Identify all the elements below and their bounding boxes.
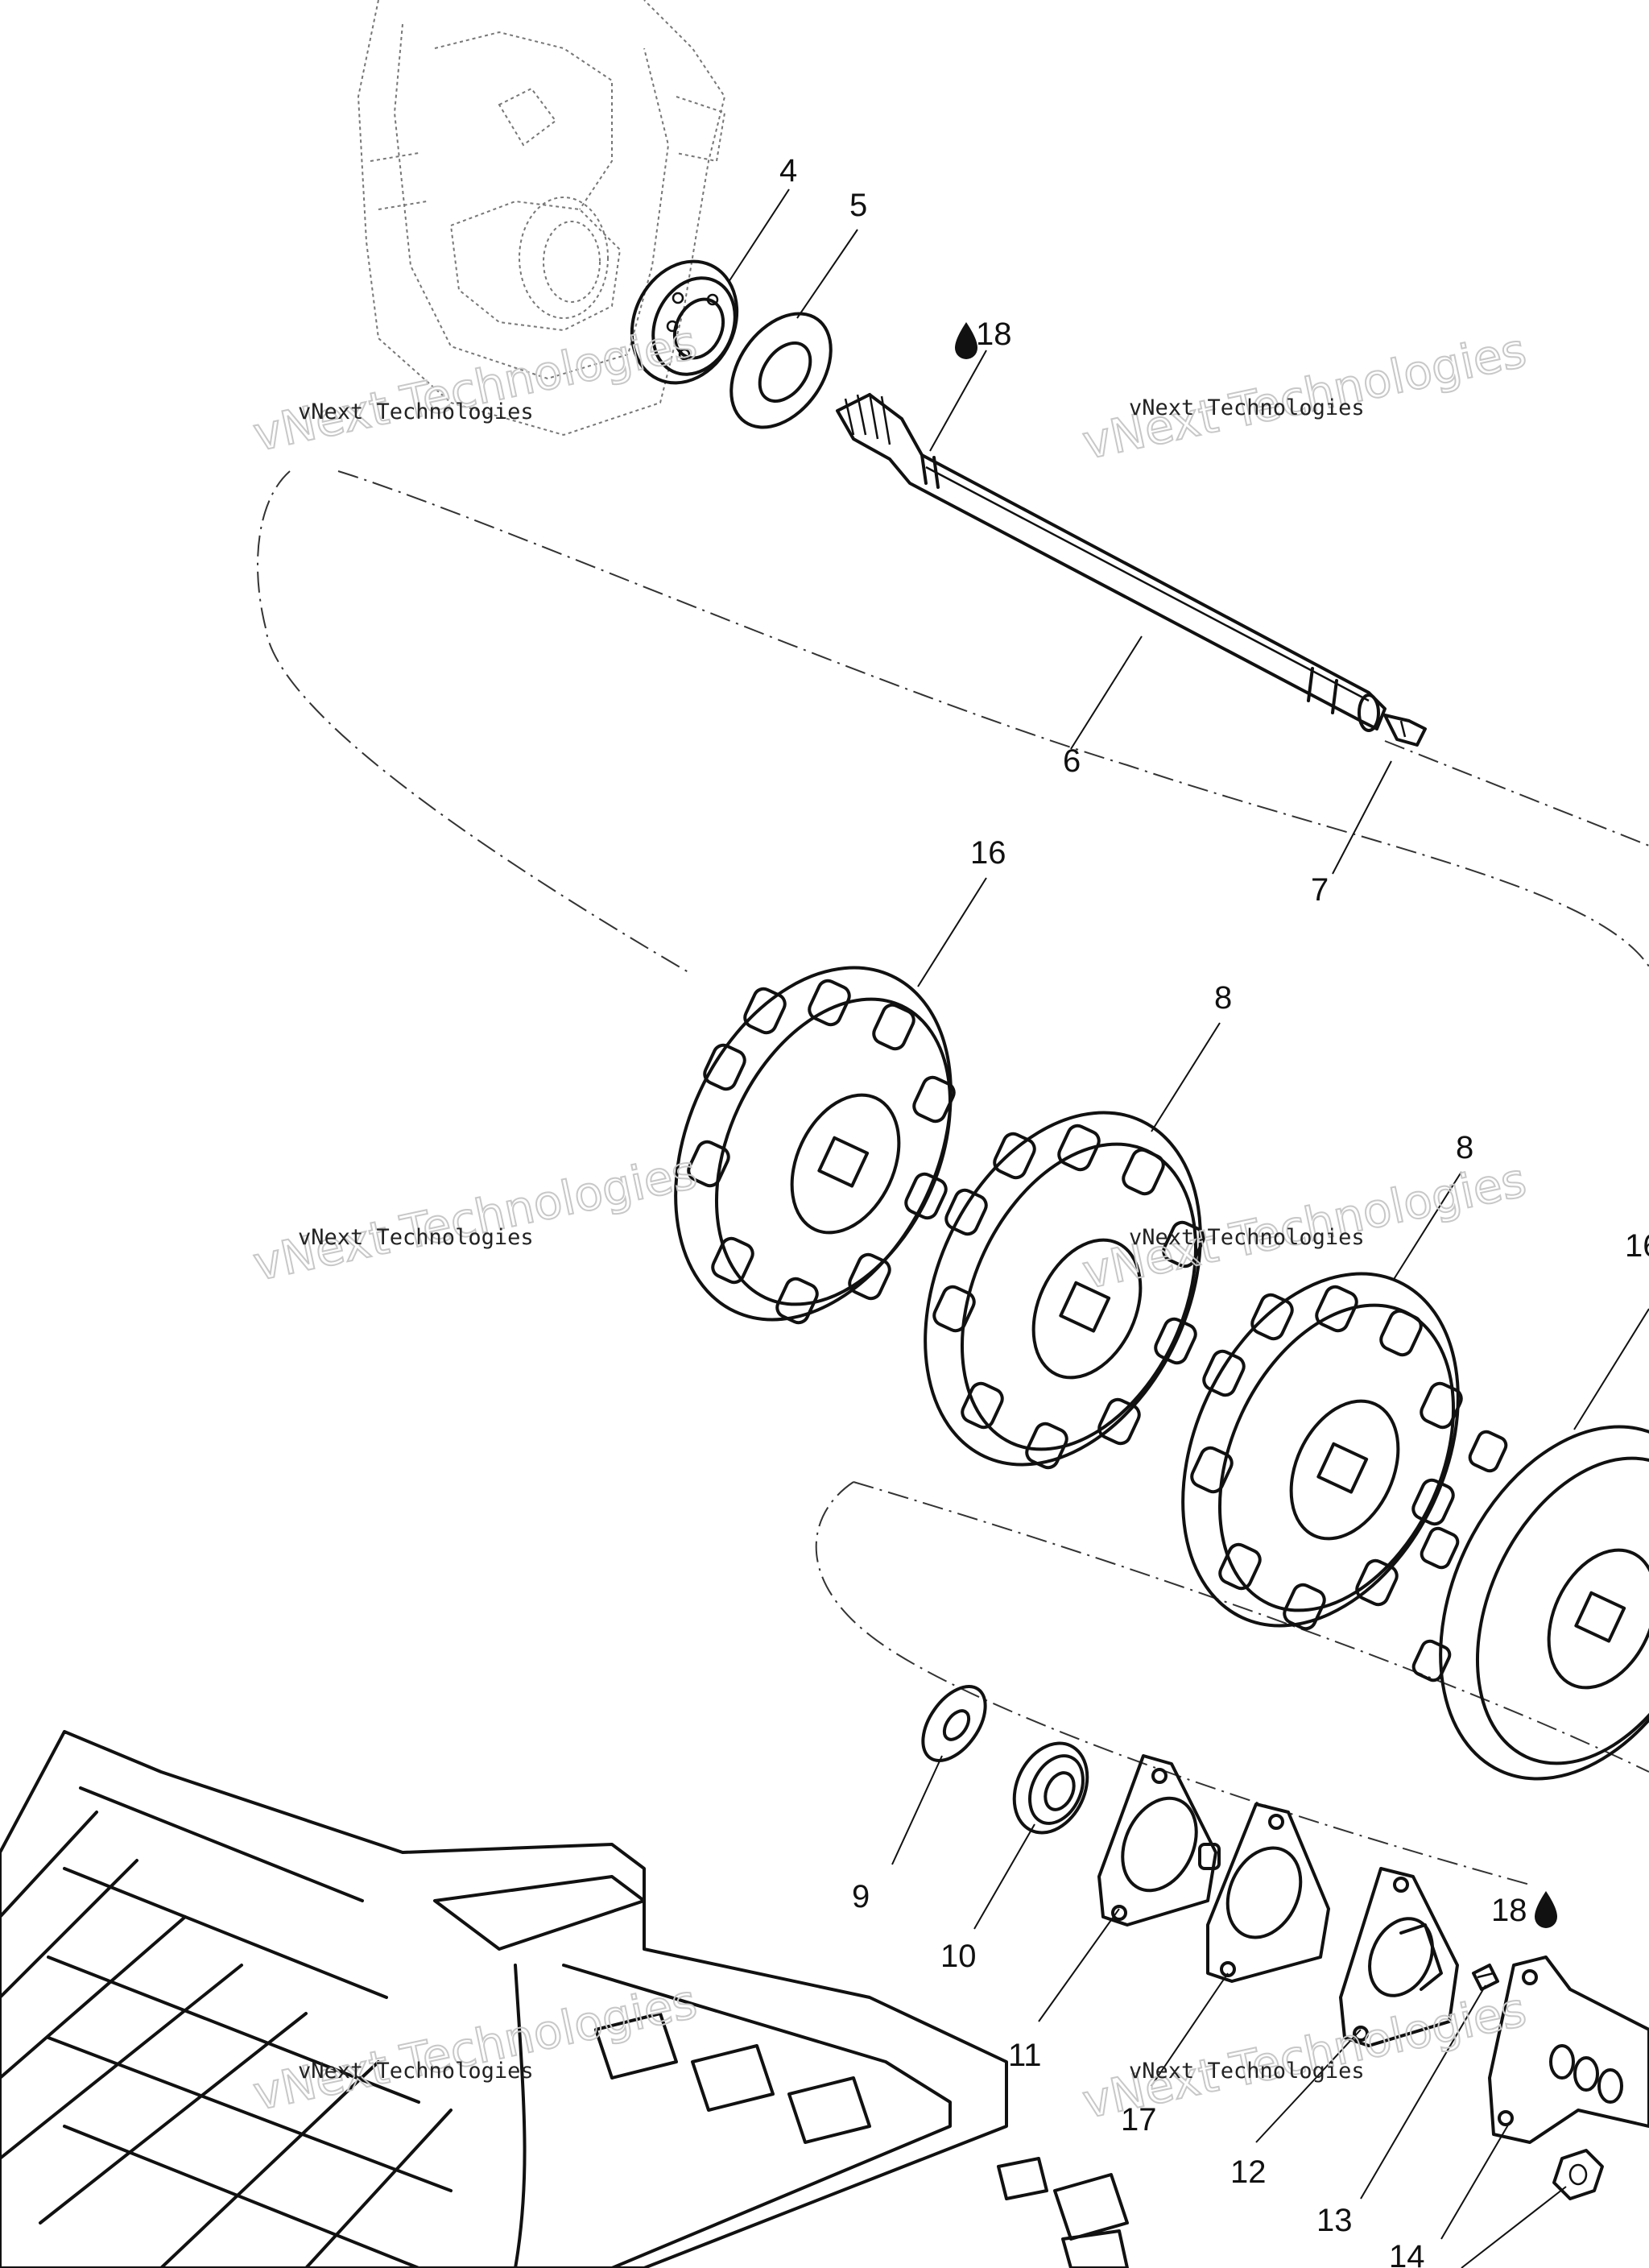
callout-10: 10 — [940, 1939, 977, 1974]
bearing-part-4 — [630, 259, 739, 385]
callout-8-b: 8 — [1456, 1130, 1473, 1165]
svg-text:vNext Technologies: vNext Technologies — [249, 1974, 701, 2121]
svg-text:vNext Technologies: vNext Technologies — [1078, 1982, 1531, 2129]
upper-chain-outline — [257, 470, 1649, 975]
nut-part — [1552, 2149, 1604, 2200]
oil-drop-icon — [1535, 1891, 1557, 1928]
drive-axle-part-6 — [836, 392, 1387, 732]
svg-text:vNext Technologies: vNext Technologies — [1129, 1225, 1365, 1250]
svg-text:vNext Technologies: vNext Technologies — [298, 399, 534, 424]
oil-drop-icon — [955, 322, 977, 359]
grease-fitting-part-13 — [1472, 1964, 1499, 1991]
callout-7: 7 — [1311, 872, 1329, 908]
washer-part-5 — [729, 312, 833, 429]
watermark-bottom-left: vNext Technologies vNext Technologies — [248, 1973, 702, 2122]
watermark-middle-left: vNext Technologies vNext Technologies — [248, 1144, 702, 1293]
svg-text:vNext Technologies: vNext Technologies — [249, 1144, 701, 1292]
callout-4: 4 — [779, 153, 797, 188]
callout-12: 12 — [1230, 2154, 1267, 2190]
callout-8-a: 8 — [1214, 980, 1232, 1016]
svg-text:vNext Technologies: vNext Technologies — [1129, 395, 1365, 420]
sprocket-part-8-a — [924, 1111, 1205, 1470]
watermark-top-right: vNext Technologies vNext Technologies — [1077, 322, 1531, 471]
callout-6: 6 — [1063, 743, 1081, 779]
svg-text:vNext Technologies: vNext Technologies — [1129, 2059, 1365, 2084]
bracket-part-14 — [1488, 1956, 1649, 2144]
sprocket-part-16-right — [1411, 1425, 1649, 1781]
svg-text:vNext Technologies: vNext Technologies — [298, 2059, 534, 2084]
callout-16-right: 16 — [1625, 1228, 1649, 1264]
lower-chain-outline — [815, 1481, 1649, 1885]
callout-16-left: 16 — [970, 835, 1006, 871]
washer-part-9 — [921, 1685, 987, 1762]
gasket-part-17 — [1206, 1802, 1330, 1983]
chaincase-housing-outline — [357, 0, 726, 437]
callout-18-top: 18 — [976, 317, 1012, 352]
svg-text:vNext Technologies: vNext Technologies — [298, 1225, 534, 1250]
watermark-middle-right: vNext Technologies vNext Technologies — [1077, 1152, 1531, 1301]
bearing-cover-part-12 — [1339, 1867, 1459, 2047]
callout-18-bottom: 18 — [1491, 1893, 1527, 1928]
sprocket-part-16-left — [674, 966, 956, 1325]
bearing-part-10 — [1012, 1741, 1089, 1835]
clip-part-7 — [1383, 714, 1427, 747]
track-part — [0, 1730, 1129, 2268]
sprocket-part-8-b — [1181, 1272, 1463, 1631]
callout-9: 9 — [852, 1879, 870, 1914]
watermark-top-left: vNext Technologies vNext Technologies — [248, 314, 702, 463]
callout-14: 14 — [1389, 2239, 1425, 2268]
callout-13: 13 — [1316, 2203, 1353, 2238]
bearing-housing-part-11 — [1097, 1754, 1221, 1927]
callout-11: 11 — [1008, 2038, 1042, 2073]
leader-lines — [728, 188, 1649, 2268]
callout-17: 17 — [1121, 2102, 1157, 2138]
svg-text:vNext Technologies: vNext Technologies — [249, 315, 701, 462]
callout-5: 5 — [849, 188, 867, 223]
watermark-bottom-right: vNext Technologies vNext Technologies — [1077, 1981, 1531, 2130]
